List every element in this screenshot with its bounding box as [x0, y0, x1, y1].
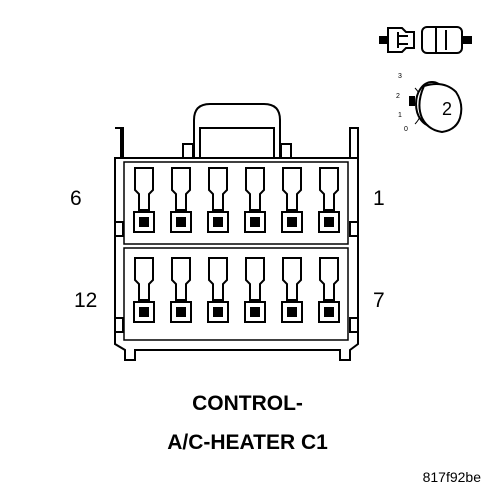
terminal-cavity [170, 257, 192, 323]
key-scale-3: 3 [398, 73, 402, 80]
pin-label-7: 7 [373, 289, 385, 312]
terminal-cavity [207, 167, 229, 233]
terminal-cavity [170, 167, 192, 233]
terminal-cavity [133, 257, 155, 323]
terminal-cavity [244, 167, 266, 233]
connector-body [114, 103, 359, 361]
connector-title-line-1: CONTROL- [192, 392, 303, 415]
cavity-grid [133, 167, 340, 323]
connector-title-line-2: A/C-HEATER C1 [167, 431, 328, 454]
key-scale-0: 0 [404, 126, 408, 133]
pin-label-6: 6 [70, 187, 82, 210]
terminal-cavity [281, 257, 303, 323]
pin-label-1: 1 [373, 187, 385, 210]
connector-plug-icon [379, 26, 472, 54]
key-scale-2: 2 [396, 93, 400, 100]
ignition-key-icon: 3 2 1 0 2 [396, 73, 463, 134]
terminal-cavity [244, 257, 266, 323]
key-position-number: 2 [442, 99, 452, 119]
terminal-cavity [207, 257, 229, 323]
terminal-cavity [281, 167, 303, 233]
terminal-cavity [318, 257, 340, 323]
key-scale-1: 1 [398, 112, 402, 119]
figure-code: 817f92be [422, 469, 481, 485]
terminal-cavity [133, 167, 155, 233]
terminal-cavity [318, 167, 340, 233]
pin-label-12: 12 [74, 289, 98, 312]
